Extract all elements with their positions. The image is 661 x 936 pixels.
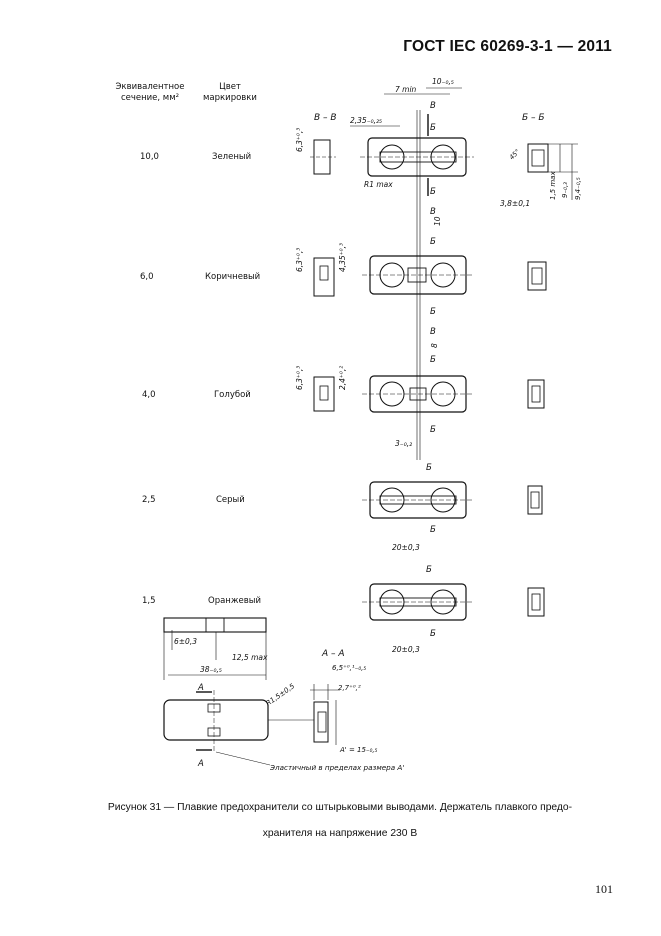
column-header-color-line2: маркировки bbox=[203, 93, 257, 103]
dim-text-10: 10₋₀,₅ bbox=[432, 77, 454, 86]
label-b-row2: Б bbox=[430, 307, 436, 317]
row4-section-b bbox=[527, 485, 543, 515]
dim-text-8: 8 bbox=[430, 343, 439, 348]
dim-text-r15: R1,5±0,5 bbox=[265, 682, 297, 708]
column-header-section: Эквивалентное сечение, мм² bbox=[110, 82, 190, 104]
row-color-2: Коричневый bbox=[205, 272, 261, 282]
row3-section-b bbox=[527, 379, 545, 409]
row2-section-b bbox=[527, 261, 547, 291]
row5-plan bbox=[362, 583, 474, 621]
dim-text-24: 2,4⁺⁰,² bbox=[338, 366, 347, 390]
row-section-4: 2,5 bbox=[142, 495, 156, 505]
label-b-row1: Б bbox=[430, 187, 436, 197]
dim-text-38b: 38₋₀,₅ bbox=[200, 665, 222, 674]
row1-plan bbox=[360, 137, 474, 177]
label-v-row2: В bbox=[430, 327, 436, 337]
figure-caption-line1: Рисунок 31 — Плавкие предохранители со ш… bbox=[107, 802, 573, 813]
label-b-row4-top: Б bbox=[426, 463, 432, 473]
row1-section-b bbox=[527, 143, 578, 200]
dim-text-6: 6±0,3 bbox=[174, 637, 197, 646]
row-section-1: 10,0 bbox=[140, 152, 159, 162]
column-header-color-line1: Цвет bbox=[219, 82, 241, 92]
label-section-bb: Б – Б bbox=[522, 113, 545, 123]
dim-text-r1max: R1 max bbox=[364, 180, 393, 189]
label-b-row5: Б bbox=[430, 629, 436, 639]
row-color-1: Зеленый bbox=[212, 152, 252, 162]
dim-text-435: 4,35⁺⁰,³ bbox=[338, 243, 347, 272]
label-a-top: А bbox=[197, 683, 204, 693]
figure-caption-line2: хранителя на напряжение 230 В bbox=[262, 828, 418, 839]
row-section-3: 4,0 bbox=[142, 390, 156, 400]
dim-text-235: 2,35₋₀,₂₅ bbox=[350, 116, 382, 125]
page-number: 101 bbox=[595, 882, 613, 896]
row-section-5: 1,5 bbox=[142, 596, 156, 606]
row3-section-v bbox=[313, 376, 335, 412]
label-section-vv: В – В bbox=[314, 113, 337, 123]
dim-text-7min: 7 min bbox=[395, 85, 417, 94]
row-color-5: Оранжевый bbox=[208, 596, 261, 606]
dim-text-20-2: 20±0,3 bbox=[392, 645, 420, 654]
dim-text-63-row3: 6,3⁺⁰,³ bbox=[295, 366, 304, 390]
label-b-row2-top: Б bbox=[430, 237, 436, 247]
label-b-row3: Б bbox=[430, 425, 436, 435]
row-section-2: 6,0 bbox=[140, 272, 154, 282]
assembly-plan-view bbox=[163, 690, 314, 766]
dim-text-3: 3₋₀,₂ bbox=[395, 439, 412, 448]
label-b-top: Б bbox=[430, 123, 436, 133]
dim-text-63: 6,3⁺⁰,³ bbox=[295, 128, 304, 152]
dim-text-125: 12,5 max bbox=[232, 653, 268, 662]
dim-text-45: 45° bbox=[508, 148, 522, 162]
row-color-4: Серый bbox=[216, 495, 245, 505]
label-a-bottom: А bbox=[197, 759, 204, 769]
row2-section-v bbox=[313, 257, 335, 297]
dim-text-27: 2,7⁺⁰,² bbox=[338, 684, 361, 692]
column-header-section-line1: Эквивалентное bbox=[115, 82, 185, 92]
label-b-row5-top: Б bbox=[426, 565, 432, 575]
dim-text-a15: A' = 15₋₀,₅ bbox=[339, 746, 378, 754]
row2-plan bbox=[362, 255, 474, 295]
label-v-top: В bbox=[430, 101, 436, 111]
dim-text-63-row2: 6,3⁺⁰,³ bbox=[295, 248, 304, 272]
column-header-section-line2: сечение, мм² bbox=[120, 93, 180, 103]
figure-caption: Рисунок 31 — Плавкие предохранители со ш… bbox=[40, 795, 640, 847]
dim-text-94: 9,4₋₀,₅ bbox=[574, 177, 582, 200]
dim-text-65: 6,5⁺⁰,¹₋₀,₅ bbox=[332, 664, 366, 672]
column-header-color: Цвет маркировки bbox=[200, 82, 260, 104]
standard-header: ГОСТ IEC 60269-3-1 — 2011 bbox=[403, 38, 612, 55]
label-b-row3-top: Б bbox=[430, 355, 436, 365]
dim-text-38: 3,8±0,1 bbox=[500, 199, 530, 208]
row-color-3: Голубой bbox=[214, 390, 251, 400]
label-section-aa: А – А bbox=[321, 649, 345, 659]
assembly-section-a bbox=[310, 684, 340, 745]
row5-section-b bbox=[527, 587, 545, 617]
row4-plan bbox=[362, 481, 474, 519]
row3-plan bbox=[362, 375, 474, 413]
dim-text-note: Эластичный в пределах размера А' bbox=[269, 763, 404, 772]
dim-text-15max: 1,5 max bbox=[549, 171, 557, 200]
label-b-row4: Б bbox=[430, 525, 436, 535]
dim-text-10v: 10 bbox=[433, 216, 442, 226]
dim-text-93: 9₋₀,₃ bbox=[561, 182, 569, 198]
label-v-row1: В bbox=[430, 207, 436, 217]
dim-text-20-1: 20±0,3 bbox=[392, 543, 420, 552]
assembly-front-view bbox=[163, 617, 267, 680]
row1-section-v bbox=[310, 139, 336, 175]
